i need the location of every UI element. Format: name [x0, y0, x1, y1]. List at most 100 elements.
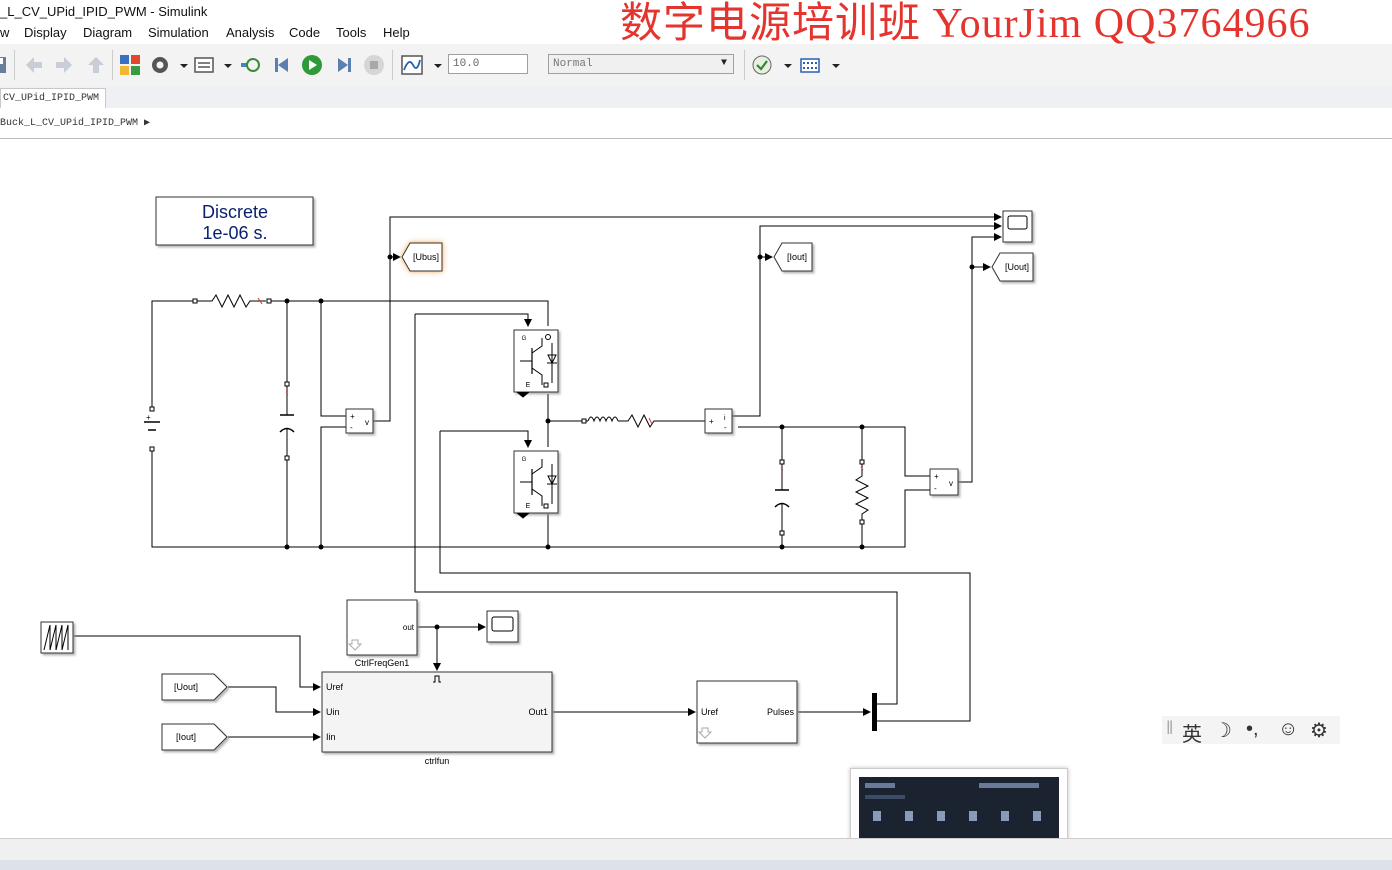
menu-analysis[interactable]: Analysis [226, 25, 275, 40]
save-icon[interactable] [0, 53, 10, 77]
step-forward-icon[interactable] [332, 53, 356, 77]
toolbar-separator [392, 50, 393, 80]
watermark-overlay: 数字电源培训班 YourJim QQ3764966 [620, 1, 1311, 47]
breadcrumb[interactable]: Buck_L_CV_UPid_IPID_PWM ▶ [0, 117, 150, 129]
forward-arrow-icon[interactable] [52, 53, 76, 77]
chevron-down-icon[interactable] [216, 53, 232, 77]
ime-toolbar: ‖ 英 ☽ •, ☺ ⚙ [1162, 716, 1340, 746]
demux-block[interactable] [872, 693, 877, 731]
pwm-generator-block[interactable]: Uref Pulses [696, 680, 798, 744]
menu-display[interactable]: Display [24, 25, 67, 40]
chevron-down-icon[interactable] [426, 53, 442, 77]
title-bar: _L_CV_UPid_IPID_PWM - Simulink [0, 0, 1392, 22]
emoji-icon[interactable]: ☺ [1278, 718, 1299, 740]
sawtooth-generator[interactable] [40, 621, 74, 654]
powergui-solver-label: Discrete [202, 202, 268, 222]
moon-icon[interactable]: ☽ [1214, 720, 1232, 742]
igbt-gate-label: G [522, 457, 527, 463]
tab-model[interactable]: CV_UPid_IPID_PWM [0, 88, 106, 108]
input-capacitor[interactable] [279, 381, 295, 461]
up-arrow-icon[interactable] [84, 53, 108, 77]
power-circuit-wires [151, 300, 930, 548]
goto-ubus-label: [Ubus] [413, 252, 439, 262]
output-capacitor[interactable] [774, 459, 790, 536]
vm-minus-label: - [350, 423, 353, 432]
gear-icon[interactable] [148, 53, 172, 77]
breadcrumb-model: Buck_L_CV_UPid_IPID_PWM [0, 118, 139, 129]
igbt-emitter-label: E [526, 503, 531, 510]
input-voltage-measurement[interactable]: + - v [345, 408, 374, 434]
output-current-measurement[interactable]: + i - [704, 408, 733, 434]
output-inductor[interactable] [581, 413, 660, 429]
from-uout-label: [Uout] [174, 682, 198, 692]
stop-time-input[interactable]: 10.0 [448, 54, 528, 74]
signal-wires [74, 213, 1002, 741]
back-arrow-icon[interactable] [22, 53, 46, 77]
data-inspector-icon[interactable] [400, 53, 424, 77]
chevron-down-icon[interactable] [172, 53, 188, 77]
menu-tools[interactable]: Tools [336, 25, 367, 40]
ctrl-freq-gen-block[interactable]: out CtrlFreqGen1 [346, 599, 418, 668]
igbt-lower[interactable]: G E [513, 450, 559, 519]
output-voltage-measurement[interactable]: + - v [929, 468, 959, 496]
os-taskbar [0, 860, 1392, 870]
chevron-down-icon[interactable] [824, 53, 840, 77]
scope-main[interactable] [1002, 210, 1033, 243]
toolbar-separator [744, 50, 745, 80]
run-play-icon[interactable] [300, 53, 324, 77]
ime-language-toggle[interactable]: 英 [1182, 724, 1202, 746]
source-plus-sign: + [146, 413, 151, 422]
menu-diagram[interactable]: Diagram [83, 25, 133, 40]
ime-drag-handle[interactable]: ‖ [1166, 718, 1174, 738]
build-grid-icon[interactable] [798, 53, 822, 77]
block-diagram[interactable]: Discrete 1e-06 s. [0, 139, 1392, 838]
punctuation-icon[interactable]: •, [1246, 718, 1259, 740]
vm-plus-label: + [350, 412, 355, 421]
load-resistor[interactable] [854, 459, 870, 525]
chevron-right-icon: ▶ [144, 118, 151, 129]
ctrlfun-subsystem[interactable]: Uref Uin Iin Out1 ctrlfun [321, 671, 553, 766]
scope-freq[interactable] [486, 610, 519, 643]
input-resistor[interactable] [192, 293, 272, 309]
window-title: _L_CV_UPid_IPID_PWM - Simulink [0, 4, 208, 19]
stop-icon[interactable] [362, 53, 386, 77]
library-browser-icon[interactable] [118, 53, 142, 77]
goto-ubus[interactable]: [Ubus] [401, 242, 443, 272]
goto-iout[interactable]: [Iout] [773, 242, 813, 272]
model-explorer-icon[interactable] [192, 53, 216, 77]
status-bar [0, 838, 1392, 861]
menu-view[interactable]: w [0, 25, 10, 40]
simulation-mode-select[interactable]: Normal▼ [548, 54, 734, 74]
ctrlfun-block-name: ctrlfun [425, 756, 450, 766]
goto-uout[interactable]: [Uout] [991, 252, 1034, 282]
powergui-block[interactable]: Discrete 1e-06 s. [155, 196, 314, 246]
menu-help[interactable]: Help [383, 25, 410, 40]
pwm-port-pulses: Pulses [767, 707, 795, 717]
vm-plus-label: + [934, 472, 939, 481]
cm-plus-label: + [709, 417, 714, 426]
vm-minus-label: - [934, 484, 937, 493]
gear-icon[interactable]: ⚙ [1310, 720, 1328, 742]
model-advisor-check-icon[interactable] [750, 53, 774, 77]
from-uout[interactable]: [Uout] [161, 673, 228, 701]
cm-minus-label: - [724, 423, 727, 432]
menu-simulation[interactable]: Simulation [148, 25, 209, 40]
dc-voltage-source[interactable]: + [144, 406, 160, 452]
simulation-mode-value: Normal [553, 58, 593, 70]
powergui-sample-time: 1e-06 s. [202, 223, 267, 243]
pwm-port-uref: Uref [701, 707, 719, 717]
update-diagram-icon[interactable] [238, 53, 262, 77]
model-canvas[interactable]: Discrete 1e-06 s. [0, 139, 1392, 838]
vm-v-label: v [949, 479, 953, 488]
igbt-emitter-label: E [526, 382, 531, 389]
toolbar: 10.0 Normal▼ [0, 44, 1392, 87]
igbt-upper[interactable]: G E [513, 329, 559, 398]
menu-code[interactable]: Code [289, 25, 321, 40]
model-tab-bar: CV_UPid_IPID_PWM [0, 86, 1392, 109]
toolbar-separator [14, 50, 15, 80]
step-back-icon[interactable] [270, 53, 294, 77]
menu-bar: w Display Diagram Simulation Analysis Co… [0, 22, 1392, 44]
from-iout[interactable]: [Iout] [161, 723, 228, 751]
chevron-down-icon[interactable] [776, 53, 792, 77]
cm-i-label: i [724, 415, 726, 422]
